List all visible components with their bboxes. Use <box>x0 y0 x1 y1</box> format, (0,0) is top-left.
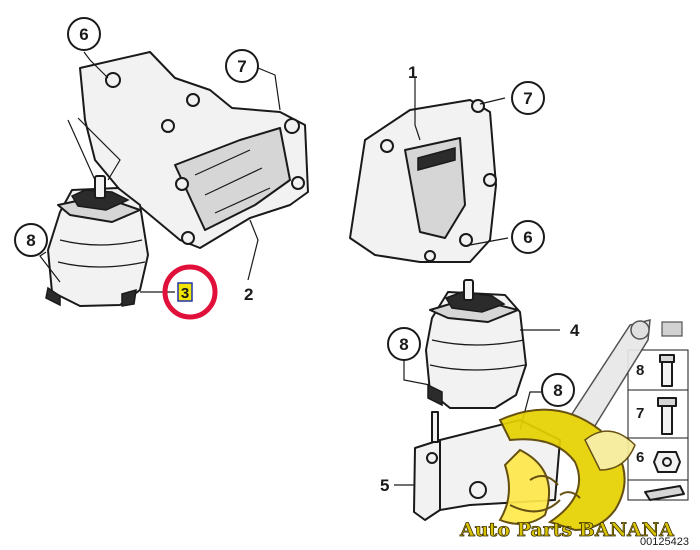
callout-8-left: 8 <box>14 223 48 257</box>
highlight-part-3: 3 <box>162 264 218 320</box>
callout-7-right: 7 <box>511 81 545 115</box>
part-label-2: 2 <box>244 285 253 304</box>
engine-mount-right <box>425 279 527 409</box>
watermark-brand-text: Auto Parts BANANA <box>459 519 674 541</box>
part-label-5: 5 <box>380 476 389 495</box>
callout-6-top: 6 <box>67 17 101 51</box>
engine-bracket-right <box>349 99 497 263</box>
callout-6-top-label: 6 <box>79 25 88 44</box>
callout-8-low-label: 8 <box>553 381 562 400</box>
callout-8-left-label: 8 <box>26 231 35 250</box>
part-label-3: 3 <box>181 285 189 302</box>
callout-6-right: 6 <box>511 220 545 254</box>
callout-8-mid: 8 <box>387 327 421 361</box>
part-label-4: 4 <box>570 321 580 340</box>
engine-mount-left <box>45 175 149 307</box>
hardware-label-3: 6 <box>636 449 644 466</box>
part-label-1: 1 <box>408 63 417 82</box>
hardware-label-1: 8 <box>636 362 644 379</box>
callout-7-top: 7 <box>225 49 259 83</box>
callout-8-low: 8 <box>541 373 575 407</box>
banana-logo <box>498 319 683 532</box>
hardware-label-2: 7 <box>636 405 644 422</box>
document-number: 00125423 <box>640 536 689 548</box>
callout-7-right-label: 7 <box>523 89 532 108</box>
callout-8-mid-label: 8 <box>399 335 408 354</box>
callout-7-top-label: 7 <box>237 57 246 76</box>
hardware-column: 8 7 6 <box>627 349 689 501</box>
callout-6-right-label: 6 <box>523 228 532 247</box>
engine-bracket-left <box>79 51 309 249</box>
